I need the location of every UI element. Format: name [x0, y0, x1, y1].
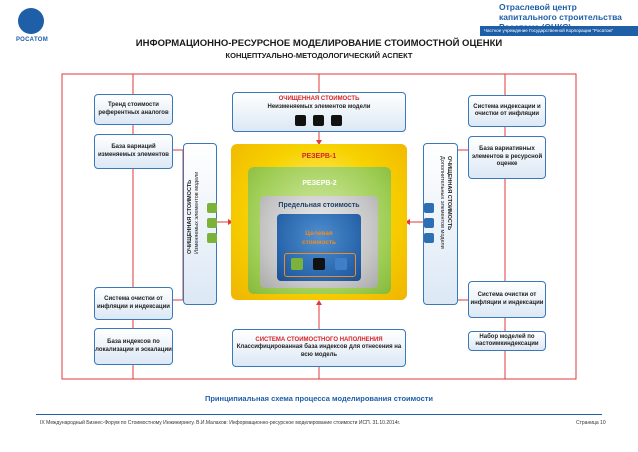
- diagram-caption: Принципиальная схема процесса моделирова…: [204, 394, 434, 403]
- target-cost-line2: стоимость: [301, 239, 337, 246]
- right-box-inflation-label: Система очистки от инфляции и индексации: [470, 292, 544, 306]
- bottom-cost-filling-box: СИСТЕМА СТОИМОСТНОГО НАПОЛНЕНИЯ Классифи…: [232, 329, 406, 367]
- right-vertical-subtitle: Дополнительных элементов модели: [439, 156, 445, 249]
- left-box-inflation: Система очистки от инфляции и индексации: [94, 287, 173, 320]
- right-box-variative: База вариативных элементов в ресурсной о…: [468, 136, 546, 179]
- footer-text: IX Международный Бизнес-Форум по Стоимос…: [40, 420, 401, 426]
- limit-cost-label: Предельная стоимость: [278, 202, 360, 209]
- right-box-inflation: Система очистки от инфляции и индексации: [468, 281, 546, 318]
- right-box-models: Набор моделей по настоимкиндексации: [468, 331, 546, 351]
- page-title: ИНФОРМАЦИОННО-РЕСУРСНОЕ МОДЕЛИРОВАНИЕ СТ…: [135, 38, 503, 49]
- element-square-dark: [313, 258, 325, 270]
- rosatom-logo-icon: [18, 8, 44, 34]
- left-box-trend-label: Тренд стоимости референтных аналогов: [98, 102, 169, 116]
- target-cost-label: Целевая стоимость: [277, 229, 361, 247]
- page-subtitle: КОНЦЕПТУАЛЬНО-МЕТОДОЛОГИЧЕСКИЙ АСПЕКТ: [225, 51, 413, 60]
- left-box-inflation-label: Система очистки от инфляции и индексации: [96, 296, 170, 310]
- reserve1-label: РЕЗЕРВ-1: [301, 153, 337, 160]
- left-box-indexes-label: База индексов по локализации и эскалации: [95, 339, 172, 353]
- element-square-green: [207, 233, 217, 243]
- left-vertical-subtitle: Изменяемых элементов модели: [194, 171, 200, 254]
- right-box-indexation-label: Система индексации и очистки от инфляции: [473, 103, 541, 118]
- left-vertical-title: ОЧИЩЕННАЯ СТОИМОСТЬ: [187, 179, 193, 254]
- right-box-models-label: Набор моделей по настоимкиндексации: [475, 333, 539, 348]
- top-box-subtitle: Неизменяемых элементов модели: [267, 103, 371, 110]
- element-square-blue: [424, 203, 434, 213]
- top-box-title: ОЧИЩЕННАЯ СТОИМОСТЬ: [278, 96, 360, 102]
- right-box-indexation: Система индексации и очистки от инфляции: [468, 95, 546, 127]
- element-square-dark: [331, 115, 342, 126]
- page-number: Страница 10: [576, 420, 606, 426]
- right-vertical-title: ОЧИЩЕННАЯ СТОИМОСТЬ: [446, 156, 452, 231]
- element-square-blue: [424, 233, 434, 243]
- target-elements-frame: [284, 253, 356, 277]
- bottom-box-title: СИСТЕМА СТОИМОСТНОГО НАПОЛНЕНИЯ: [255, 336, 383, 343]
- left-box-variations-label: База вариаций изменяемых элементов: [97, 144, 169, 158]
- top-cleaned-cost-box: ОЧИЩЕННАЯ СТОИМОСТЬ Неизменяемых элемент…: [232, 92, 406, 132]
- reserve2-label: РЕЗЕРВ-2: [302, 180, 337, 187]
- org-subtitle: Частное учреждение Государственной Корпо…: [480, 26, 638, 36]
- left-box-indexes: База индексов по локализации и эскалации: [94, 328, 173, 365]
- element-square-dark: [295, 115, 306, 126]
- right-box-variative-label: База вариативных элементов в ресурсной о…: [471, 146, 543, 168]
- element-square-green: [291, 258, 303, 270]
- element-square-dark: [313, 115, 324, 126]
- element-square-blue: [335, 258, 347, 270]
- element-square-green: [207, 218, 217, 228]
- logo-text: РОСАТОМ: [15, 37, 49, 43]
- target-cost-line1: Целевая: [305, 230, 333, 237]
- left-box-trend: Тренд стоимости референтных аналогов: [94, 94, 173, 125]
- bottom-box-subtitle: Классифицированная база индексов для отн…: [236, 344, 402, 358]
- left-box-variations: База вариаций изменяемых элементов: [94, 134, 173, 169]
- footer-divider: [36, 414, 602, 415]
- element-square-green: [207, 203, 217, 213]
- element-square-blue: [424, 218, 434, 228]
